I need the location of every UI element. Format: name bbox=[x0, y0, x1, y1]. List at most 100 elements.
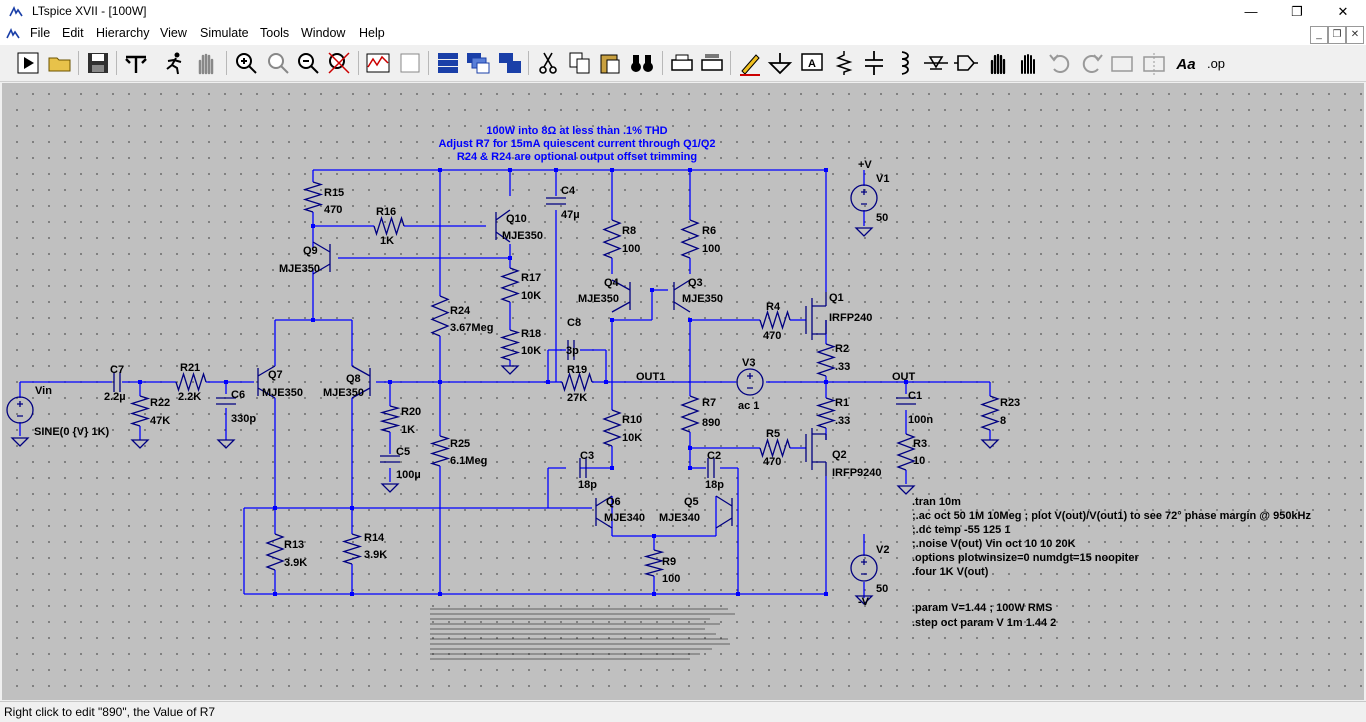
v3-name[interactable]: V3 bbox=[742, 357, 755, 369]
c1-name[interactable]: C1 bbox=[908, 390, 922, 402]
vin-symbol[interactable] bbox=[6, 396, 34, 424]
q2-name[interactable]: Q2 bbox=[832, 449, 847, 461]
capacitor-icon[interactable] bbox=[860, 49, 888, 77]
r5-symbol[interactable] bbox=[759, 437, 791, 459]
junction-18[interactable] bbox=[610, 318, 614, 322]
mdi-minimize-button[interactable]: _ bbox=[1310, 26, 1328, 44]
c1-value[interactable]: 100n bbox=[908, 414, 933, 426]
r19-name[interactable]: R19 bbox=[567, 364, 587, 376]
r5-name[interactable]: R5 bbox=[766, 428, 780, 440]
junction-15[interactable] bbox=[824, 380, 828, 384]
directive-ac[interactable]: ;.ac oct 50 1M 10Meg ; plot V(out)/V(out… bbox=[912, 510, 1311, 522]
junction-8[interactable] bbox=[508, 256, 512, 260]
r18-value[interactable]: 10K bbox=[521, 345, 541, 357]
q9-value[interactable]: MJE350 bbox=[279, 263, 320, 275]
r4-value[interactable]: 470 bbox=[763, 330, 781, 342]
r18-gnd[interactable] bbox=[500, 365, 520, 375]
r9-name[interactable]: R9 bbox=[662, 556, 676, 568]
r1-value[interactable]: .33 bbox=[835, 415, 850, 427]
tile-horizontal-icon[interactable] bbox=[434, 49, 462, 77]
v3-value[interactable]: ac 1 bbox=[738, 400, 759, 412]
junction-7[interactable] bbox=[311, 318, 315, 322]
menu-edit[interactable]: Edit bbox=[62, 26, 84, 40]
junction-26[interactable] bbox=[350, 592, 354, 596]
close-button[interactable]: ✕ bbox=[1337, 4, 1349, 19]
junction-27[interactable] bbox=[438, 592, 442, 596]
q10-name[interactable]: Q10 bbox=[506, 213, 527, 225]
vin-symbol-sign[interactable] bbox=[17, 401, 23, 417]
menu-file[interactable]: File bbox=[30, 26, 51, 40]
resistor-icon[interactable] bbox=[830, 49, 858, 77]
q5-symbol[interactable] bbox=[715, 495, 733, 529]
q1-symbol[interactable] bbox=[805, 292, 827, 340]
junction-1[interactable] bbox=[508, 168, 512, 172]
junction-13[interactable] bbox=[546, 380, 550, 384]
junction-21[interactable] bbox=[688, 466, 692, 470]
c4-name[interactable]: C4 bbox=[561, 185, 576, 197]
q1-value[interactable]: IRFP240 bbox=[829, 312, 872, 324]
r16-value[interactable]: 1K bbox=[380, 235, 394, 247]
r22-name[interactable]: R22 bbox=[150, 397, 170, 409]
out-net-label[interactable]: OUT bbox=[892, 371, 916, 383]
c2-value[interactable]: 18p bbox=[705, 479, 724, 491]
mdi-close-button[interactable]: ✕ bbox=[1346, 26, 1364, 44]
menu-hierarchy[interactable]: Hierarchy bbox=[96, 26, 150, 40]
r22-gnd[interactable] bbox=[130, 439, 150, 449]
junction-2[interactable] bbox=[554, 168, 558, 172]
model-definitions-block[interactable] bbox=[430, 608, 735, 660]
print-icon[interactable] bbox=[668, 49, 696, 77]
directive-tran[interactable]: .tran 10m bbox=[912, 496, 961, 508]
c2-name[interactable]: C2 bbox=[707, 450, 721, 462]
text-font-icon[interactable]: Aa bbox=[1172, 49, 1200, 77]
r18-symbol[interactable] bbox=[499, 329, 521, 361]
r20-symbol[interactable] bbox=[379, 405, 401, 433]
note-line-1[interactable]: 100W into 8Ω at less than .1% THD bbox=[486, 125, 667, 137]
r13-symbol[interactable] bbox=[265, 533, 285, 571]
q8-name[interactable]: Q8 bbox=[346, 373, 361, 385]
zoom-fit-icon[interactable] bbox=[325, 49, 353, 77]
r3-name[interactable]: R3 bbox=[913, 438, 927, 450]
r7-symbol[interactable] bbox=[680, 395, 700, 433]
move-hand-icon[interactable] bbox=[984, 49, 1012, 77]
c5-symbol[interactable] bbox=[380, 455, 400, 463]
q7-value[interactable]: MJE350 bbox=[262, 387, 303, 399]
v2-symbol[interactable] bbox=[850, 554, 878, 582]
c1-symbol[interactable] bbox=[896, 397, 916, 405]
spice-directive-icon[interactable]: .op bbox=[1202, 49, 1230, 77]
q1-name[interactable]: Q1 bbox=[829, 292, 844, 304]
junction-4[interactable] bbox=[610, 168, 614, 172]
q2-symbol[interactable] bbox=[805, 428, 827, 476]
open-folder-icon[interactable] bbox=[46, 49, 74, 77]
mdi-restore-button[interactable]: ❐ bbox=[1328, 26, 1346, 44]
r25-symbol[interactable] bbox=[429, 435, 451, 467]
c8-symbol[interactable] bbox=[567, 340, 575, 360]
junction-12[interactable] bbox=[438, 380, 442, 384]
c8-name[interactable]: C8 bbox=[567, 317, 581, 329]
q10-value[interactable]: MJE350 bbox=[502, 230, 543, 242]
netlist-icon[interactable] bbox=[396, 49, 424, 77]
r23-value[interactable]: 8 bbox=[1000, 415, 1006, 427]
junction-28[interactable] bbox=[652, 592, 656, 596]
junction-29[interactable] bbox=[736, 592, 740, 596]
menu-help[interactable]: Help bbox=[359, 26, 385, 40]
q6-value[interactable]: MJE340 bbox=[604, 512, 645, 524]
r6-value[interactable]: 100 bbox=[702, 243, 720, 255]
out1-net-label[interactable]: OUT1 bbox=[636, 371, 665, 383]
r4-name[interactable]: R4 bbox=[766, 301, 781, 313]
r10-name[interactable]: R10 bbox=[622, 414, 642, 426]
r13-name[interactable]: R13 bbox=[284, 539, 304, 551]
run-icon[interactable] bbox=[14, 49, 42, 77]
q7-name[interactable]: Q7 bbox=[268, 369, 283, 381]
junction-19[interactable] bbox=[688, 446, 692, 450]
drag-hand-icon[interactable] bbox=[1014, 49, 1042, 77]
c3-symbol[interactable] bbox=[579, 458, 587, 478]
r21-name[interactable]: R21 bbox=[180, 362, 200, 374]
r1-symbol[interactable] bbox=[815, 397, 837, 429]
v3-symbol[interactable] bbox=[736, 368, 764, 396]
c2-symbol[interactable] bbox=[707, 458, 715, 478]
zoom-in-icon[interactable] bbox=[232, 49, 260, 77]
redo-icon[interactable] bbox=[1078, 49, 1106, 77]
q4-name[interactable]: Q4 bbox=[604, 277, 620, 289]
r25-value[interactable]: 6.1Meg bbox=[450, 455, 487, 467]
halt-hand-icon[interactable] bbox=[192, 49, 220, 77]
